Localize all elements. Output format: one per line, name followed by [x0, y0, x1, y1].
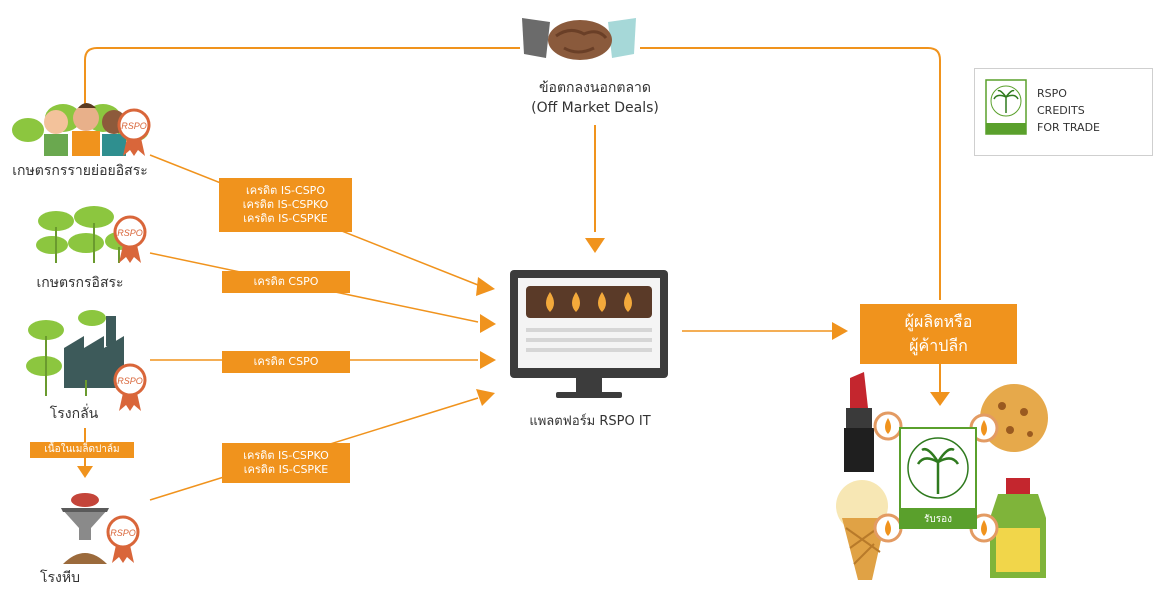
credit-line: เครดิต IS-CSPKO	[243, 449, 329, 462]
cookie-icon	[980, 384, 1048, 452]
rspo-badge-icon: RSPO	[117, 108, 151, 156]
legend-line: FOR TRADE	[1037, 121, 1100, 134]
off-market-label-en: (Off Market Deals)	[531, 100, 659, 116]
lipstick-icon	[844, 372, 874, 472]
mill-credits-box: เครดิต CSPO	[222, 351, 350, 373]
svg-text:รับรอง: รับรอง	[924, 514, 952, 525]
platform-label: แพลตฟอร์ม RSPO IT	[529, 414, 651, 429]
credit-line: เครดิต CSPO	[253, 275, 319, 288]
off-market-deals-label: ข้อตกลงนอกตลาด (Off Market Deals)	[490, 78, 700, 118]
mill-arrow	[480, 351, 496, 369]
mill-label: โรงกลั่น	[49, 406, 99, 422]
rspo-badge-icon: RSPO	[113, 363, 147, 411]
handshake-icon	[522, 18, 636, 60]
buyer-box: ผู้ผลิตหรือ ผู้ค้าปลีก	[860, 304, 1017, 364]
consumer-products-illustration: รับรอง	[836, 372, 1048, 580]
smallholder-credits-box: เครดิต IS-CSPO เครดิต IS-CSPKO เครดิต IS…	[219, 178, 352, 232]
svg-text:RSPO: RSPO	[121, 121, 147, 131]
farmer-credits-box: เครดิต CSPO	[222, 271, 350, 293]
credit-line: เครดิต IS-CSPKO	[242, 198, 329, 211]
monitor-icon	[510, 270, 668, 398]
legend-box: RSPO CREDITS FOR TRADE	[974, 68, 1153, 156]
crusher-arrow	[476, 389, 495, 406]
mill-to-crusher-arrow	[77, 466, 93, 478]
rspo-badge-icon: RSPO	[113, 215, 147, 263]
credit-line: เครดิต IS-CSPO	[246, 184, 325, 197]
crusher-label: โรงหีบ	[40, 570, 80, 586]
legend-line: RSPO	[1037, 87, 1067, 100]
buyer-label-line2: ผู้ค้าปลีก	[909, 336, 968, 355]
svg-text:RSPO: RSPO	[117, 376, 143, 386]
credit-line: เครดิต IS-CSPKE	[243, 463, 329, 476]
farmers-label: เกษตรกรอิสระ	[36, 275, 124, 291]
kernel-transfer-label: เนื้อในเมล็ดปาล์ม	[30, 442, 134, 458]
farmer-arrow	[480, 314, 496, 333]
rspo-badge-icon: RSPO	[106, 515, 140, 563]
platform-to-buyer-arrow	[832, 322, 848, 340]
smallholder-arrow	[476, 277, 495, 296]
crusher-credits-box: เครดิต IS-CSPKO เครดิต IS-CSPKE	[222, 443, 350, 483]
off-market-loop-line	[84, 47, 520, 110]
rspo-certified-label: รับรอง	[899, 427, 977, 529]
smallholders-label: เกษตรกรรายย่อยอิสระ	[12, 163, 148, 179]
buyer-down-arrow	[930, 392, 950, 406]
kernel-crusher-icon	[61, 493, 109, 564]
off-market-label-thai: ข้อตกลงนอกตลาด	[538, 80, 652, 96]
credit-line: เครดิต IS-CSPKE	[243, 212, 328, 225]
legend-text: RSPO CREDITS FOR TRADE	[1037, 85, 1100, 136]
off-market-to-buyer-line	[640, 47, 941, 300]
mill-factory-icon	[26, 310, 124, 396]
rspo-trademark-icon	[985, 79, 1027, 135]
off-market-down-arrow	[585, 238, 605, 253]
svg-text:RSPO: RSPO	[110, 528, 136, 538]
oil-bottle-icon	[990, 478, 1046, 578]
legend-line: CREDITS	[1037, 104, 1085, 117]
buyer-label-line1: ผู้ผลิตหรือ	[904, 312, 973, 331]
credit-line: เครดิต CSPO	[253, 355, 319, 368]
svg-text:RSPO: RSPO	[117, 228, 143, 238]
